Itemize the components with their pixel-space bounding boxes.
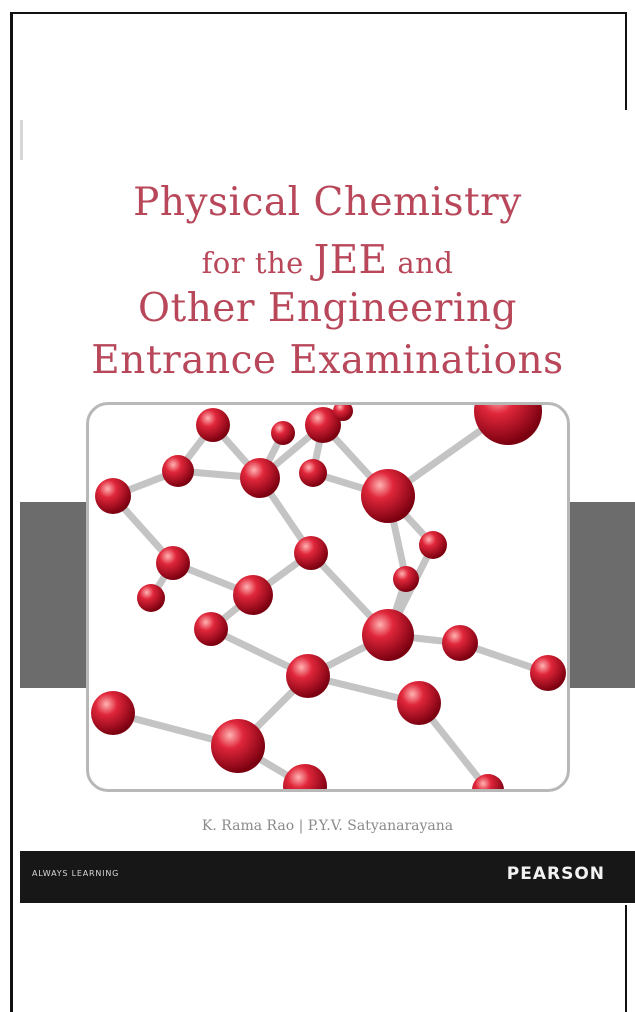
book-cover: Physical Chemistry for the JEE and Other…	[20, 110, 635, 905]
molecule-atom	[397, 681, 441, 725]
molecule-atom	[283, 764, 327, 789]
molecule-atom	[294, 536, 328, 570]
publisher-bar: ALWAYS LEARNING PEARSON	[20, 851, 635, 903]
title-line-4: Entrance Examinations	[91, 338, 564, 383]
molecule-atom	[393, 566, 419, 592]
gray-band-right	[564, 502, 635, 688]
title-line-2: for the JEE and	[20, 238, 635, 283]
molecule-atom	[240, 458, 280, 498]
molecule-atom	[194, 612, 228, 646]
molecule-atom	[362, 609, 414, 661]
molecule-atom	[472, 774, 504, 789]
title-line-1: Physical Chemistry	[133, 180, 522, 225]
molecule-atom	[211, 719, 265, 773]
publisher-logo: PEARSON	[506, 864, 605, 884]
imprint-tagline: ALWAYS LEARNING	[32, 869, 120, 878]
molecule-atom	[271, 421, 295, 445]
molecule-atom	[162, 455, 194, 487]
molecule-atom	[530, 655, 566, 691]
molecule-atom	[299, 459, 327, 487]
spine-mark	[20, 120, 23, 160]
title-jee: JEE	[313, 238, 388, 283]
molecule-atom	[333, 405, 353, 421]
molecule-atom	[419, 531, 447, 559]
molecule-structure-icon	[86, 402, 570, 792]
molecule-atom	[91, 691, 135, 735]
title-line-2-pre: for the	[201, 246, 314, 280]
title-line-3: Other Engineering	[138, 286, 517, 331]
title-line-2-post: and	[387, 246, 454, 280]
authors: K. Rama Rao | P.Y.V. Satyanarayana	[201, 818, 454, 834]
molecule-atom	[95, 478, 131, 514]
molecule-atom	[286, 654, 330, 698]
molecule-atom	[361, 469, 415, 523]
molecule-atom	[233, 575, 273, 615]
molecule-atom	[196, 408, 230, 442]
molecule-atom	[474, 405, 542, 445]
molecule-atom	[305, 407, 341, 443]
gray-band-left	[20, 502, 90, 688]
molecule-atom	[442, 625, 478, 661]
molecule-atom	[156, 546, 190, 580]
molecule-atom	[137, 584, 165, 612]
